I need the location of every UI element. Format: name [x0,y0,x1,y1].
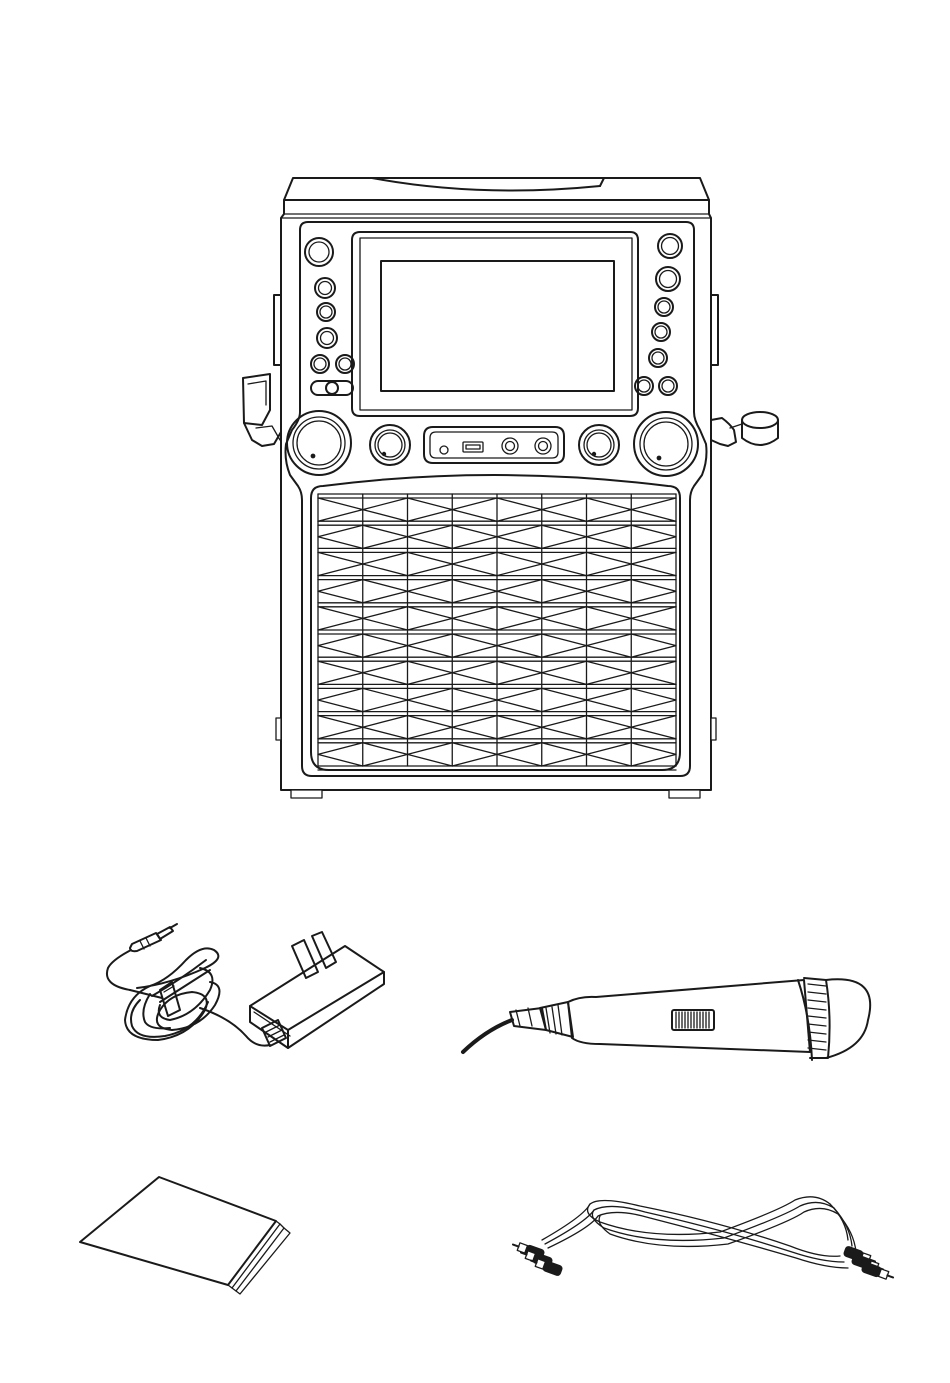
grille-cell [452,580,497,603]
grille-cell [587,498,632,521]
mic-ring-knurl [808,984,826,1050]
grille-cell [452,688,497,711]
ring-knurl [808,1000,826,1002]
grille-cell [587,607,632,630]
grille-cell [631,743,676,766]
power-adapter-icon [107,924,384,1048]
grille-cell [452,498,497,521]
grille-cell [363,743,408,766]
grille-cell [408,498,453,521]
grille-cell [452,716,497,739]
grille-cell [318,607,363,630]
grille-cell [497,525,542,548]
grille-cell [363,634,408,657]
grille-cell [497,634,542,657]
grille-cell [408,607,453,630]
grille-cell [363,525,408,548]
karaoke-machine-icon [243,178,778,798]
grille-cell [452,525,497,548]
grille-cell [631,661,676,684]
grille-cell [542,607,587,630]
ring-knurl [808,1024,826,1026]
grille-cell [408,661,453,684]
grille-cell [497,552,542,575]
grille-cell [587,552,632,575]
grille-cell [363,716,408,739]
grille-cell [631,607,676,630]
ring-knurl [808,1016,826,1018]
grille-cell [452,661,497,684]
grille-cell [318,716,363,739]
grille-cell [542,552,587,575]
grille-cell [542,661,587,684]
ring-knurl [808,992,826,994]
speaker-grille [318,494,676,770]
grille-cell [318,552,363,575]
grille-cell [631,716,676,739]
grille-cell [318,634,363,657]
grille-cell [497,688,542,711]
grille-cell [542,525,587,548]
grille-cell [363,552,408,575]
grille-cell [363,498,408,521]
grille-cell [452,634,497,657]
grille-cell [408,743,453,766]
grille-cell [408,688,453,711]
grille-cell [452,607,497,630]
ring-knurl [808,984,826,986]
grille-cell [497,580,542,603]
rca-cable-icon [511,1197,894,1282]
grille-cell [318,688,363,711]
grille-cell [497,716,542,739]
grille-cell [631,525,676,548]
grille-cell [497,607,542,630]
grille-cell [587,580,632,603]
microphone-icon [463,978,870,1060]
grille-cell [318,580,363,603]
grille-cell [363,580,408,603]
grille-cell [408,634,453,657]
grille-cell [452,743,497,766]
grille-cell [631,580,676,603]
grille-cell [631,634,676,657]
grille-cell [542,634,587,657]
grille-cell [408,525,453,548]
ring-knurl [808,1008,826,1010]
grille-cell [587,525,632,548]
mic-switch-ridges [676,1012,709,1028]
grille-cell [318,661,363,684]
grille-cell [318,498,363,521]
grille-cell [363,607,408,630]
grille-cell [587,634,632,657]
grille-cell [497,498,542,521]
grille-cell [452,552,497,575]
grille-cell [542,688,587,711]
grille-cell [408,552,453,575]
grille-cell [631,552,676,575]
grille-cell [587,743,632,766]
grille-cell [497,661,542,684]
manual-booklet-icon [80,1177,290,1294]
grille-cell [497,743,542,766]
grille-cell [587,716,632,739]
grille-cell [587,661,632,684]
grille-cell [631,688,676,711]
grille-cell [318,525,363,548]
grille-cell [631,498,676,521]
grille-cell [542,580,587,603]
grille-cell [408,716,453,739]
grille-cell [408,580,453,603]
grille-cell [542,743,587,766]
grille-cell [363,688,408,711]
grille-cell [587,688,632,711]
grille-cell [542,716,587,739]
grille-cell [318,743,363,766]
grille-cell [542,498,587,521]
grille-cell [363,661,408,684]
